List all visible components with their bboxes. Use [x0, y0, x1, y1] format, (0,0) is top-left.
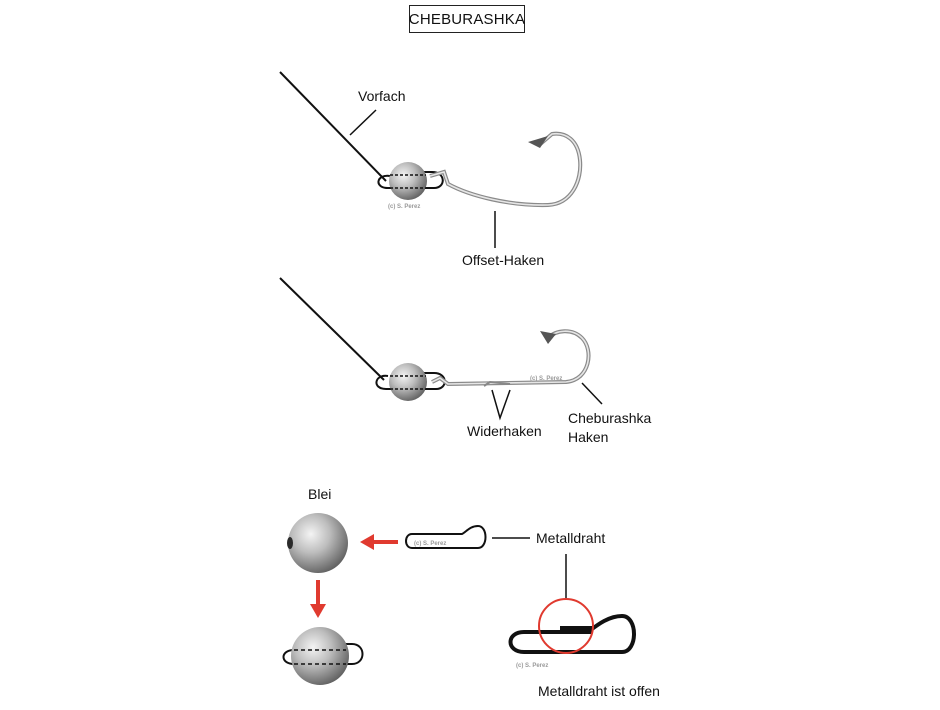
diagram-title: CHEBURASHKA: [409, 5, 525, 33]
barbs: [483, 380, 511, 387]
sinker-large: [288, 513, 348, 573]
hook-point: [540, 331, 556, 344]
sinker: [389, 162, 427, 200]
copyright-text: (c) S. Perez: [530, 376, 562, 382]
leader-pointer-vorfach: [349, 109, 377, 136]
offset-hook: [429, 131, 583, 208]
leader-pointer-widerhaken: [491, 389, 511, 421]
copyright-text: (c) S. Perez: [516, 663, 548, 669]
cheburashka-rig: (c) S. Perez Widerhaken Cheburashka Hake…: [279, 277, 651, 445]
label-cheburashka-haken-line2: Haken: [568, 429, 608, 445]
label-metalldraht-offen: Metalldraht ist offen: [538, 683, 660, 699]
label-offset-haken: Offset-Haken: [462, 252, 544, 268]
label-blei: Blei: [308, 486, 331, 502]
label-metalldraht: Metalldraht: [536, 530, 605, 546]
wire-inside-sinker: [390, 375, 426, 390]
leader-line: [279, 71, 387, 182]
leader-line: [279, 277, 385, 381]
sinker-hole: [287, 537, 293, 549]
wire-open-large: [508, 613, 636, 654]
wire-inside-sinker: [390, 174, 426, 189]
wire-clip: [375, 372, 446, 390]
wire-clip-assembled: [282, 643, 364, 665]
cheburashka-hook: [431, 329, 591, 387]
label-vorfach: Vorfach: [358, 88, 405, 104]
sinker-assembled: [291, 627, 349, 685]
copyright-text: (c) S. Perez: [388, 204, 420, 210]
label-widerhaken: Widerhaken: [467, 423, 542, 439]
sinker: [389, 363, 427, 401]
offset-rig: (c) S. Perez Vorfach Offset-Haken: [279, 71, 583, 268]
components-section: Blei (c) S. Perez Metalldraht (c) S. Per…: [282, 486, 660, 699]
label-cheburashka-haken-line1: Cheburashka: [568, 410, 651, 426]
highlight-circle: [538, 598, 594, 654]
copyright-text: (c) S. Perez: [414, 541, 446, 547]
wire-inside-sinker: [294, 649, 346, 665]
hook-point: [528, 136, 548, 148]
leader-pointer-cheburashka: [581, 382, 603, 405]
wire-clip-small: [405, 524, 487, 549]
